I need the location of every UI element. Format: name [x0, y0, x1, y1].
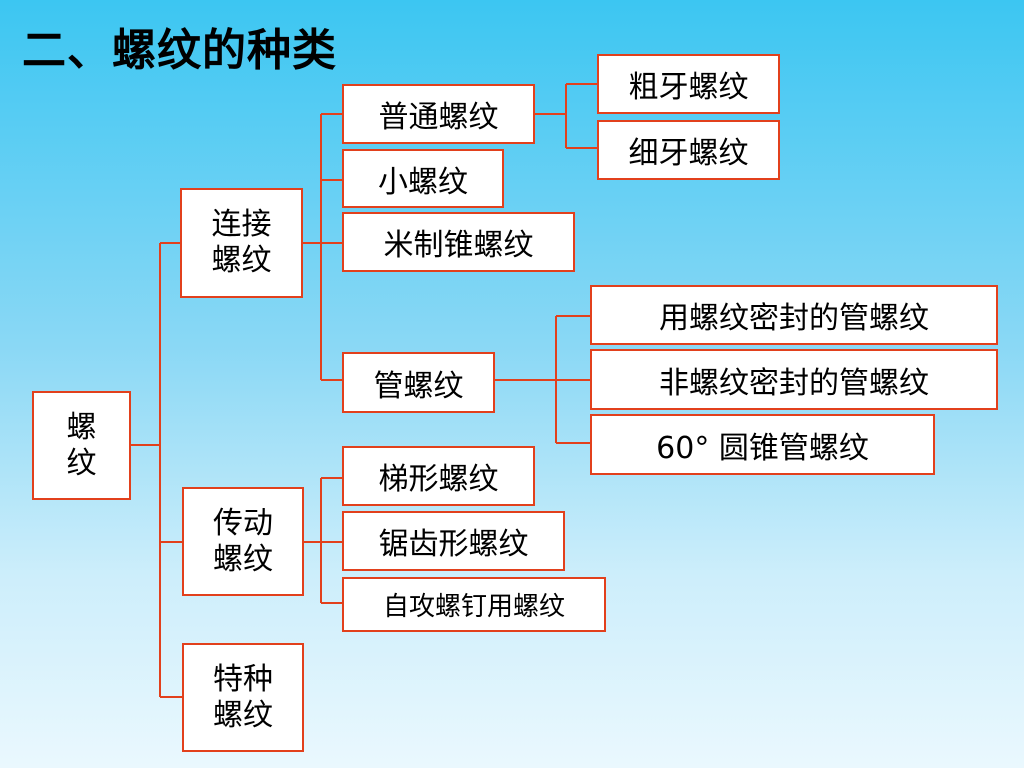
node-pipe: 管螺纹 — [342, 352, 495, 413]
connector-transmission — [302, 477, 343, 604]
node-special-label: 特种螺纹 — [213, 661, 273, 733]
node-trapezoid-label: 梯形螺纹 — [378, 462, 499, 497]
node-sawtooth: 锯齿形螺纹 — [342, 511, 565, 571]
node-tapping-label: 自攻螺钉用螺纹 — [382, 592, 565, 622]
node-connection: 连接螺纹 — [180, 188, 303, 298]
connector-ordinary — [534, 83, 598, 149]
connector-root — [130, 242, 182, 698]
node-metric-taper-label: 米制锥螺纹 — [383, 228, 534, 263]
node-coarse-label: 粗牙螺纹 — [628, 70, 749, 105]
node-sawtooth-label: 锯齿形螺纹 — [378, 527, 529, 562]
connector-pipe — [494, 315, 591, 444]
node-pipe-taper60: 60° 圆锥管螺纹 — [590, 414, 935, 475]
node-trapezoid: 梯形螺纹 — [342, 446, 535, 506]
node-metric-taper: 米制锥螺纹 — [342, 212, 575, 272]
node-ordinary: 普通螺纹 — [342, 84, 535, 144]
node-pipe-unsealed: 非螺纹密封的管螺纹 — [590, 349, 998, 410]
node-pipe-sealed-label: 用螺纹密封的管螺纹 — [659, 301, 929, 336]
node-special: 特种螺纹 — [182, 643, 304, 752]
node-pipe-sealed: 用螺纹密封的管螺纹 — [590, 285, 998, 345]
node-tapping: 自攻螺钉用螺纹 — [342, 577, 606, 632]
node-transmission-label: 传动螺纹 — [213, 505, 273, 577]
node-coarse: 粗牙螺纹 — [597, 54, 780, 114]
node-fine: 细牙螺纹 — [597, 120, 780, 180]
node-fine-label: 细牙螺纹 — [628, 136, 749, 171]
node-root-label: 螺纹 — [66, 409, 97, 481]
node-transmission: 传动螺纹 — [182, 487, 304, 596]
node-pipe-unsealed-label: 非螺纹密封的管螺纹 — [659, 365, 929, 401]
connector-connection — [302, 113, 343, 381]
node-pipe-label: 管螺纹 — [373, 368, 464, 404]
node-ordinary-label: 普通螺纹 — [378, 100, 499, 135]
node-pipe-taper60-label: 60° 圆锥管螺纹 — [656, 430, 869, 466]
page-title: 二、螺纹的种类 — [22, 25, 337, 76]
node-small-label: 小螺纹 — [378, 164, 468, 200]
node-small: 小螺纹 — [342, 149, 504, 208]
node-connection-label: 连接螺纹 — [211, 207, 272, 278]
node-root: 螺纹 — [32, 391, 131, 500]
